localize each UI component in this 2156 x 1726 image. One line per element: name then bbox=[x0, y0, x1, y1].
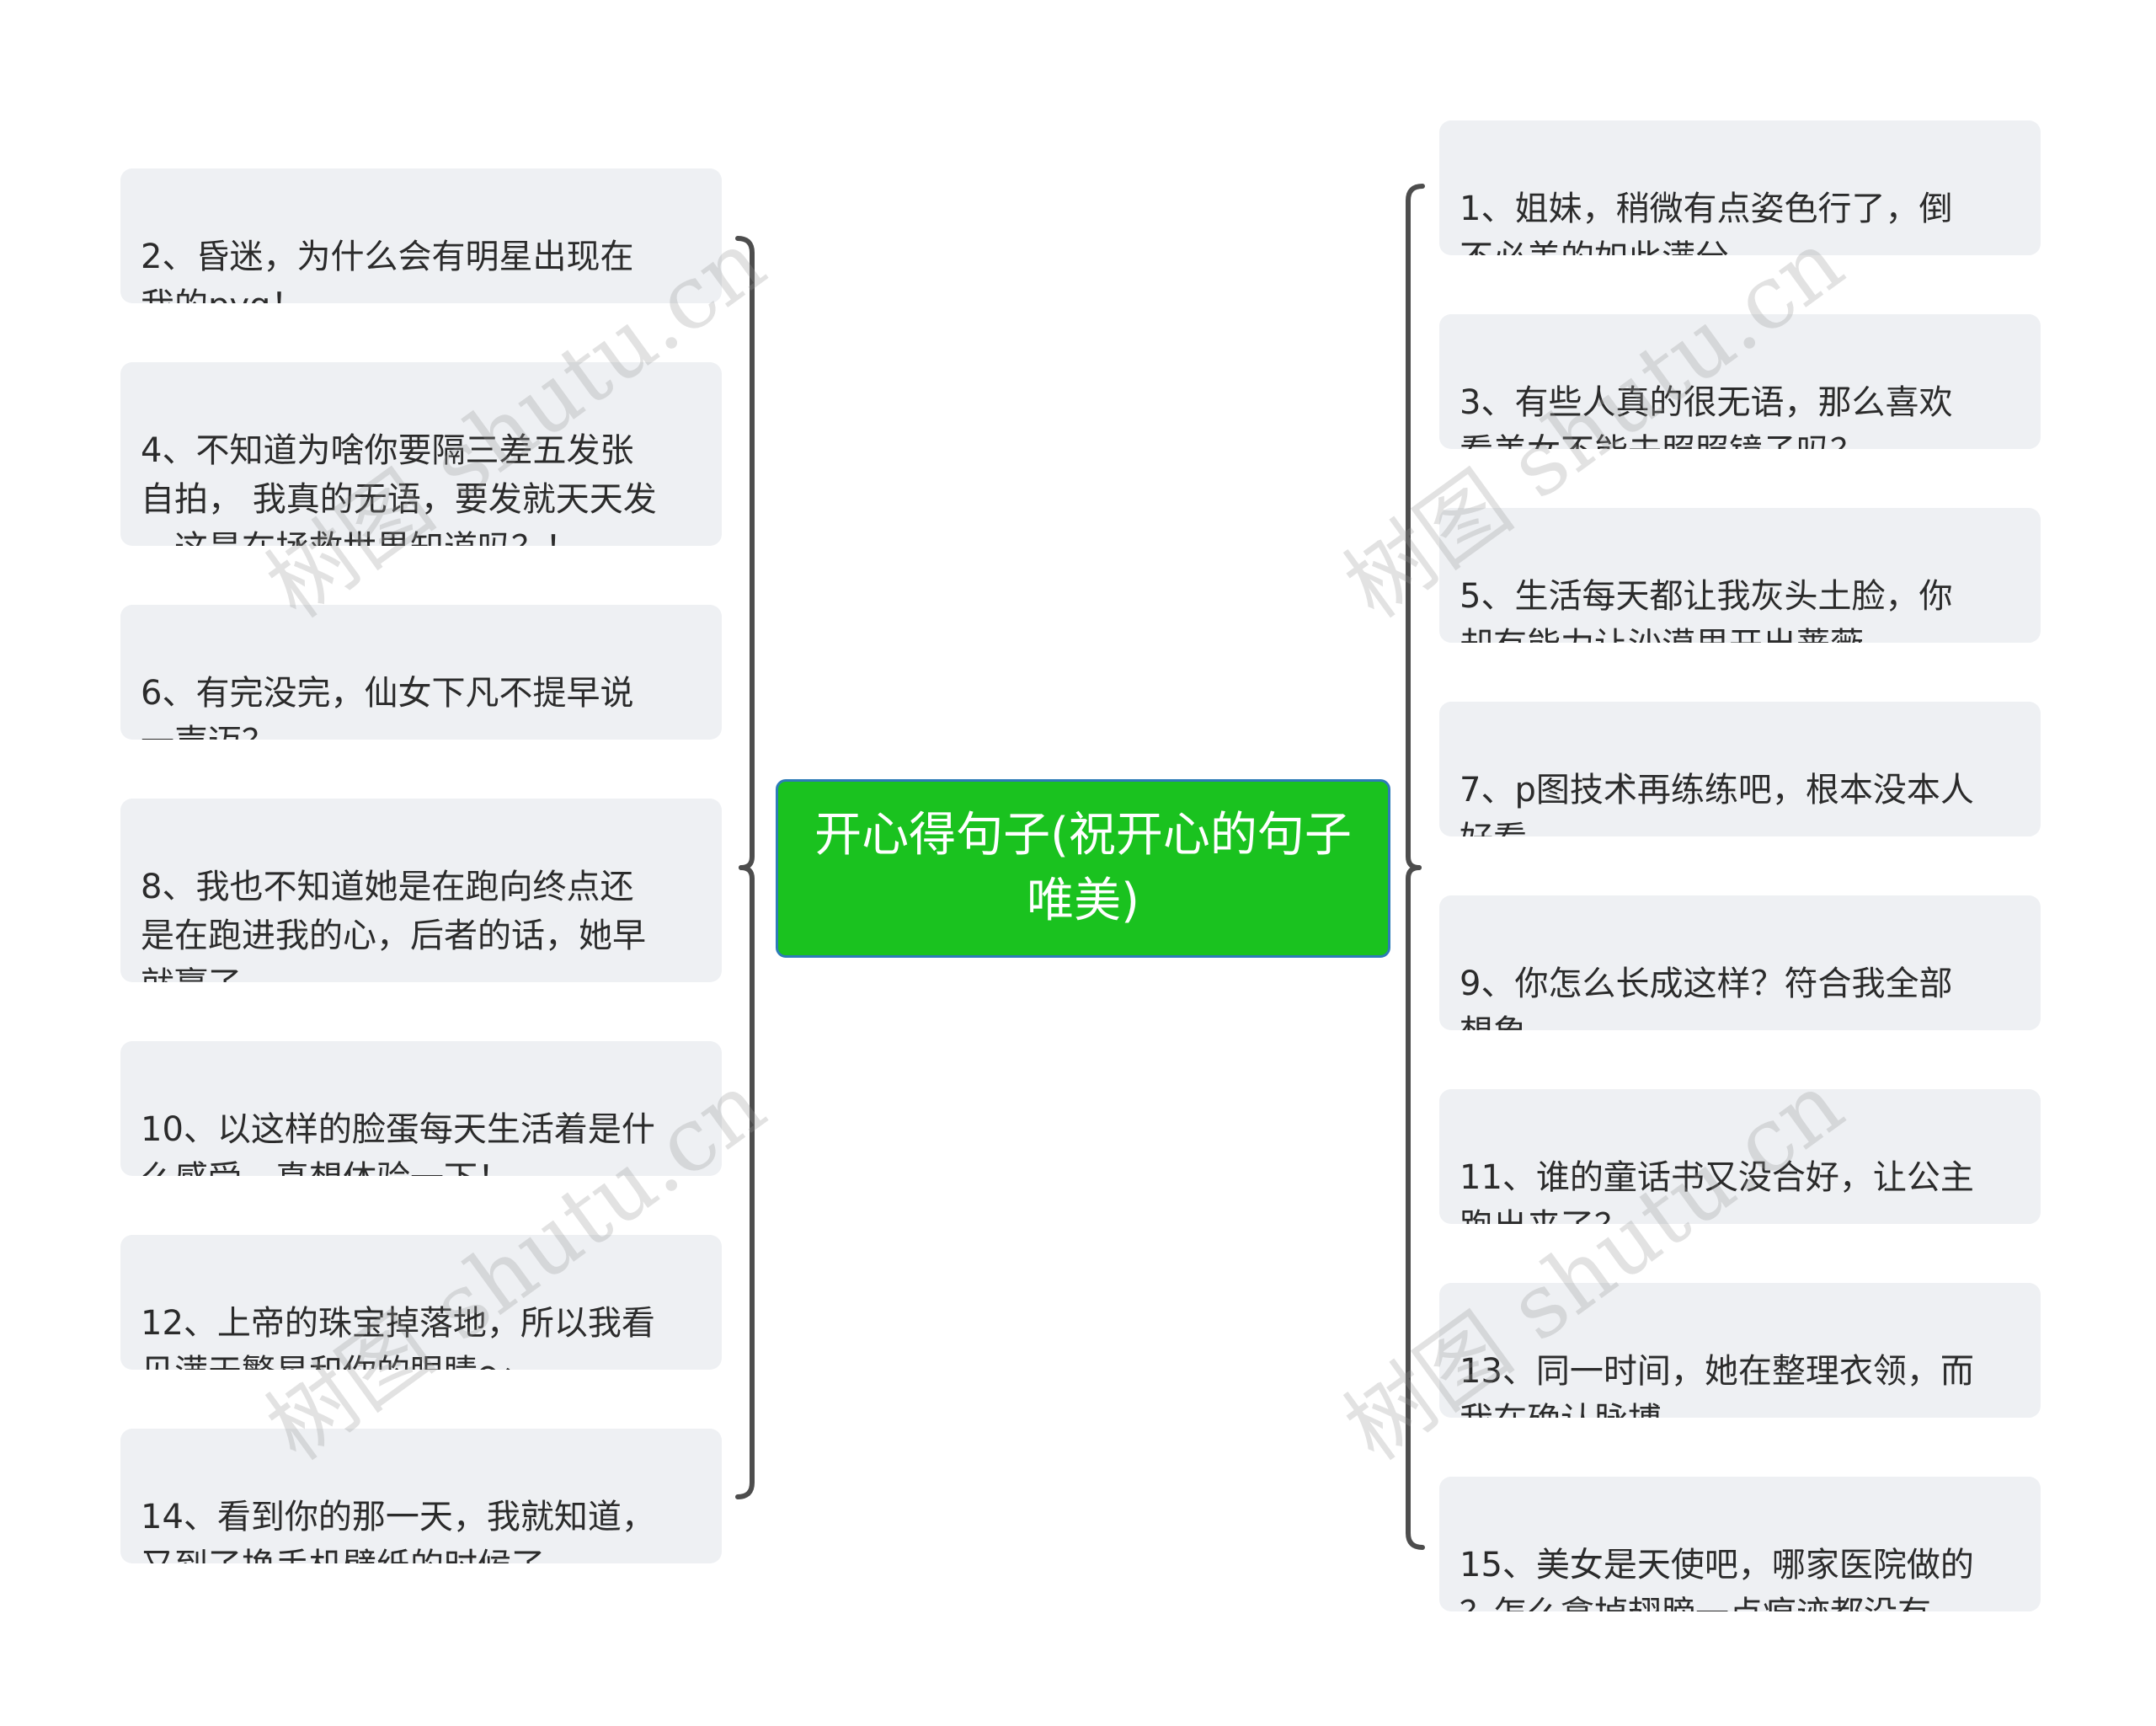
node-label: 12、上帝的珠宝掉落地，所以我看 见满天繁星和你的眼睛～ bbox=[141, 1304, 655, 1370]
right-node-15[interactable]: 15、美女是天使吧，哪家医院做的 ？怎么拿掉翅膀一点痕迹都没有 bbox=[1439, 1477, 2041, 1611]
node-label: 4、不知道为啥你要隔三差五发张 自拍， 我真的无语，要发就天天发 ，这是在拯救世… bbox=[141, 431, 657, 546]
left-node-14[interactable]: 14、看到你的那一天，我就知道， 又到了换手机壁纸的时候了。 bbox=[120, 1429, 722, 1563]
node-label: 14、看到你的那一天，我就知道， 又到了换手机壁纸的时候了。 bbox=[141, 1498, 655, 1563]
left-node-8[interactable]: 8、我也不知道她是在跑向终点还 是在跑进我的心，后者的话，她早 就赢了。 bbox=[120, 799, 722, 982]
left-bracket bbox=[735, 236, 755, 870]
left-node-12[interactable]: 12、上帝的珠宝掉落地，所以我看 见满天繁星和你的眼睛～ bbox=[120, 1235, 722, 1370]
left-node-6[interactable]: 6、有完没完，仙女下凡不提早说 一声迈？ bbox=[120, 605, 722, 740]
left-node-2[interactable]: 2、昏迷，为什么会有明星出现在 我的pyq！ bbox=[120, 168, 722, 303]
node-label: 10、以这样的脸蛋每天生活着是什 么感受，真想体验一下！ bbox=[141, 1110, 655, 1176]
right-node-9[interactable]: 9、你怎么长成这样？符合我全部 想象。 bbox=[1439, 895, 2041, 1030]
node-label: 8、我也不知道她是在跑向终点还 是在跑进我的心，后者的话，她早 就赢了。 bbox=[141, 868, 646, 982]
node-label: 1、姐妹，稍微有点姿色行了，倒 不必美的如此满分。 bbox=[1460, 190, 1953, 255]
right-node-1[interactable]: 1、姐妹，稍微有点姿色行了，倒 不必美的如此满分。 bbox=[1439, 120, 2041, 255]
node-label: 6、有完没完，仙女下凡不提早说 一声迈？ bbox=[141, 674, 634, 740]
right-node-5[interactable]: 5、生活每天都让我灰头土脸，你 却有能力让沙漠里开出蔷薇。 bbox=[1439, 508, 2041, 643]
left-node-10[interactable]: 10、以这样的脸蛋每天生活着是什 么感受，真想体验一下！ bbox=[120, 1041, 722, 1176]
node-label: 9、你怎么长成这样？符合我全部 想象。 bbox=[1460, 965, 1953, 1030]
central-topic-label: 开心得句子(祝开心的句子唯美) bbox=[814, 808, 1352, 928]
node-label: 2、昏迷，为什么会有明星出现在 我的pyq！ bbox=[141, 238, 634, 303]
node-label: 7、p图技术再练练吧，根本没本人 好看 bbox=[1460, 771, 1974, 836]
central-topic[interactable]: 开心得句子(祝开心的句子唯美) bbox=[776, 779, 1390, 958]
right-node-13[interactable]: 13、同一时间，她在整理衣领，而 我在确认脉搏。 bbox=[1439, 1283, 2041, 1418]
node-label: 15、美女是天使吧，哪家医院做的 ？怎么拿掉翅膀一点痕迹都没有 bbox=[1460, 1546, 1974, 1611]
right-node-7[interactable]: 7、p图技术再练练吧，根本没本人 好看 bbox=[1439, 702, 2041, 836]
right-node-3[interactable]: 3、有些人真的很无语，那么喜欢 看美女不能去照照镜子吗？ bbox=[1439, 314, 2041, 449]
left-node-4[interactable]: 4、不知道为啥你要隔三差五发张 自拍， 我真的无语，要发就天天发 ，这是在拯救世… bbox=[120, 362, 722, 546]
right-bracket bbox=[1406, 184, 1425, 870]
node-label: 5、生活每天都让我灰头土脸，你 却有能力让沙漠里开出蔷薇。 bbox=[1460, 577, 1953, 643]
left-bracket-lower bbox=[735, 865, 755, 1499]
node-label: 11、谁的童话书又没合好，让公主 跑出来了？ bbox=[1460, 1158, 1974, 1224]
right-node-11[interactable]: 11、谁的童话书又没合好，让公主 跑出来了？ bbox=[1439, 1089, 2041, 1224]
right-bracket-lower bbox=[1406, 865, 1425, 1550]
node-label: 3、有些人真的很无语，那么喜欢 看美女不能去照照镜子吗？ bbox=[1460, 383, 1953, 449]
node-label: 13、同一时间，她在整理衣领，而 我在确认脉搏。 bbox=[1460, 1352, 1974, 1418]
